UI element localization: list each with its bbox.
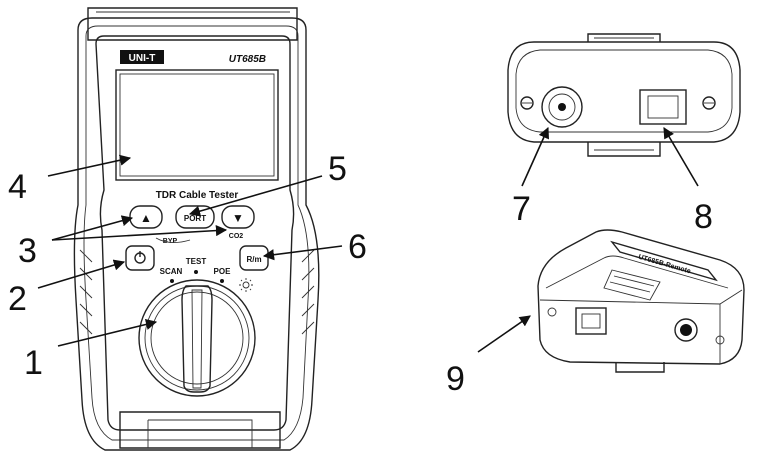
down-button[interactable]: ▼ [221,205,255,229]
callout-3: 3 [18,232,37,270]
leader-8 [663,127,699,187]
rj45-port [639,89,687,125]
callout-5: 5 [328,150,347,188]
leader-5 [188,175,323,217]
leader-4 [47,154,132,177]
callout-9: 9 [446,360,465,398]
leader-6 [262,245,343,261]
callout-6: 6 [348,228,367,266]
callout-numbers: 1 2 3 4 5 6 7 8 9 [8,150,713,398]
leader-1 [57,318,158,347]
callout-4: 4 [8,168,27,206]
poe-label: POE [214,267,232,276]
test-label: TEST [186,257,207,266]
backlight-icon [239,278,253,292]
remote-top-view [507,33,741,157]
remote-rj45-port [575,307,607,335]
leader-2 [37,259,126,289]
remote-bnc-connector [674,318,698,342]
model-text: UT685B [229,54,266,65]
tester-main-unit: UNI-T UT685B TDR Cable Tester ▲ PORT ▼ B… [73,7,320,451]
rm-label: R/m [246,255,261,264]
scan-label: SCAN [160,267,183,276]
up-button[interactable]: ▲ [129,205,163,229]
power-button[interactable] [125,245,155,271]
down-arrow-icon: ▼ [232,211,244,225]
subtitle-text: TDR Cable Tester [156,190,239,201]
leader-lines [37,126,699,353]
leader-7 [521,126,549,187]
port-label: PORT [184,214,206,223]
leader-3b [51,224,228,241]
bnc-connector [541,86,583,128]
remote-unit: UT685B-Remote [537,229,745,373]
rm-button[interactable]: R/m [239,245,269,271]
co2-label: CO2 [229,233,244,240]
callout-8: 8 [694,198,713,236]
callout-1: 1 [24,344,43,382]
up-arrow-icon: ▲ [140,211,152,225]
callout-2: 2 [8,280,27,318]
rotary-dial[interactable] [138,279,256,397]
callout-7: 7 [512,190,531,228]
brand-logo [120,50,164,64]
leader-9 [477,315,531,353]
leader-3a [51,215,134,241]
brand-text: UNI-T [129,53,156,64]
byp-label: BYP [163,238,178,245]
lcd-screen [115,69,279,181]
